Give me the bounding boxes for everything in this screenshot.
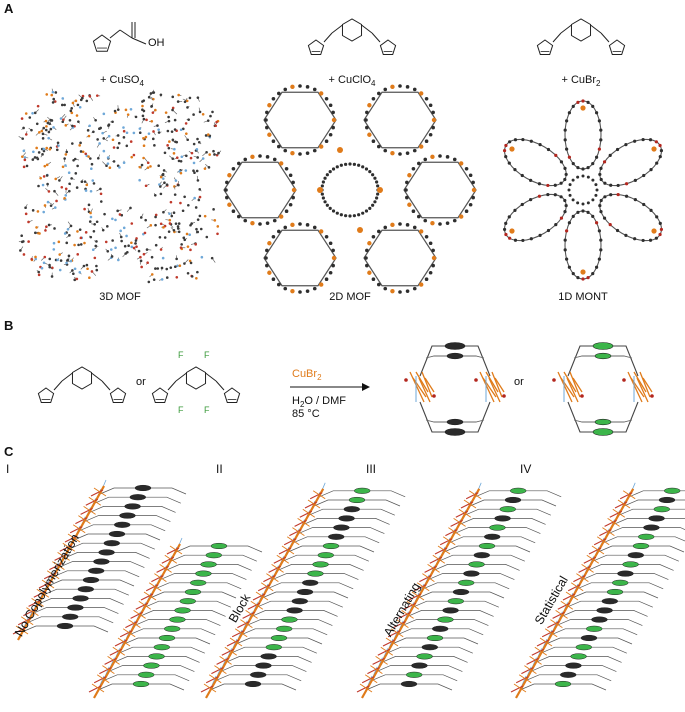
hydroxyl-label: OH [148,37,165,49]
chain-stack-block [200,482,406,699]
or-label-ligands: or [136,376,146,388]
bis-triazole-ligand-b1 [37,366,127,403]
structure-label-1d-mont: 1D MONT [558,291,608,303]
fluorine-label-4: F [204,405,210,415]
chain-stack-statistical [510,482,685,699]
reaction-arrow [290,383,370,391]
series-numeral-2: II [216,462,223,476]
chain-stack-homo-plain [12,479,187,641]
series-numeral-1: I [6,462,10,476]
triazolyl-acetic-acid-structure [92,22,147,52]
reaction-solvent-label: H2O / DMF [292,395,346,410]
chain-stack-alternating [356,482,562,699]
panel-label-b: B [4,318,14,333]
reagent-label-3: + CuBr2 [561,74,601,89]
mont-1d-structure [502,99,664,281]
series-numeral-4: IV [520,462,532,476]
panel-label-c: C [4,444,14,459]
series-numeral-3: III [366,462,377,476]
reaction-temperature-label: 85 °C [292,408,320,420]
mof-2d-structure [223,84,477,294]
fluorinated-bis-triazole-ligand-b2 [151,366,241,403]
reaction-reagent-label: CuBr2 [292,368,322,383]
bis-triazole-ligand-a2 [307,18,397,55]
fluorine-label-2: F [204,350,210,360]
macrocycle-product-plain [404,342,506,436]
fluorine-label-1: F [178,350,184,360]
chain-stack-homo-fluorinated [88,537,263,699]
macrocycle-product-fluorinated [552,342,654,436]
structure-label-2d-mof: 2D MOF [329,291,371,303]
or-label-products: or [514,376,524,388]
mof-3d-structure [18,88,222,284]
fluorine-label-3: F [178,405,184,415]
reagent-label-2: + CuClO4 [328,74,376,89]
reagent-label-1: + CuSO4 [100,74,144,89]
bis-triazole-ligand-a3 [536,18,626,55]
panel-label-a: A [4,1,14,16]
structure-label-3d-mof: 3D MOF [99,291,141,303]
